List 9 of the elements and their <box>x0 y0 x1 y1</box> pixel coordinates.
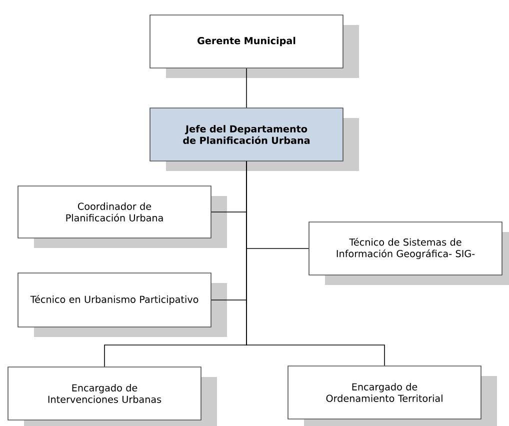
connector-line <box>246 161 385 366</box>
connector-line <box>246 68 247 108</box>
org-box: Gerente Municipal <box>150 14 359 78</box>
org-box: Encargado de Ordenamiento Territorial <box>288 366 497 426</box>
org-box: Encargado de Intervenciones Urbanas <box>8 366 217 426</box>
org-box: Técnico de Sistemas de Información Geográfica- SIG- <box>308 222 509 285</box>
org-box: Jefe del Departamento de Planificación Urbana <box>150 108 359 171</box>
org-box: Técnico en Urbanismo Participativo <box>18 272 227 337</box>
org-box: Coordinador de Planificación Urbana <box>18 186 227 248</box>
